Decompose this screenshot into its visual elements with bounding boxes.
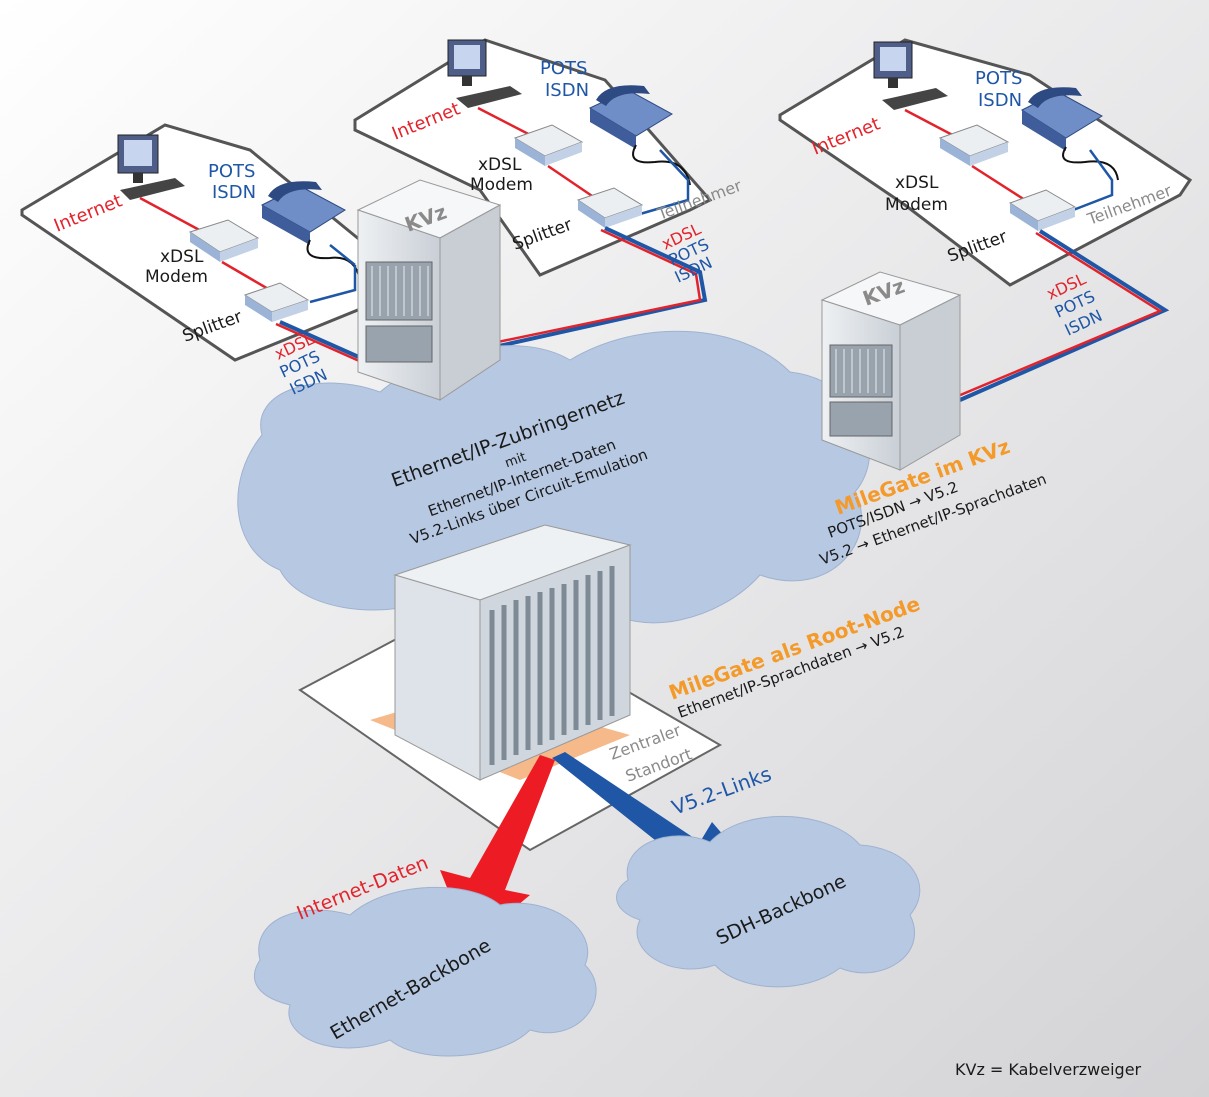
subscriber-lines (275, 226, 1170, 402)
house-outline (778, 38, 1193, 287)
house2-xdsl-label: xDSL (478, 155, 522, 175)
house2-pots-label: POTS (540, 58, 587, 79)
splitter-icon (1008, 189, 1077, 231)
splitter-icon (243, 282, 310, 322)
xdsl-modem-icon (938, 124, 1010, 166)
access-cloud-line1: mit (503, 450, 528, 471)
kvz-cabinet-1 (356, 179, 502, 401)
ethernet-backbone-cloud (253, 886, 597, 1057)
house1-isdn-label: ISDN (212, 182, 256, 203)
subscriber-house-1 (20, 123, 372, 362)
subscriber-house-3 (778, 38, 1193, 287)
pc-icon (117, 134, 185, 200)
house1-modem-label: Modem (145, 267, 208, 287)
splitter-icon (576, 187, 644, 228)
house3-isdn-label: ISDN (978, 90, 1022, 111)
subscriber-house-2 (353, 38, 713, 277)
footnote: KVz = Kabelverzweiger (955, 1060, 1142, 1079)
phone-icon (1020, 87, 1103, 151)
house1-xdsl-label: xDSL (160, 247, 204, 267)
house3-pots-label: POTS (975, 68, 1022, 89)
sdh-backbone-cloud (616, 816, 921, 988)
house3-xdsl-label: xDSL (895, 173, 939, 193)
pc-icon (447, 39, 522, 108)
xdsl-modem-icon (513, 124, 584, 166)
kvz-cabinet-2 (820, 271, 962, 471)
pc-icon (873, 41, 948, 110)
house3-modem-label: Modem (885, 195, 948, 215)
house1-pots-label: POTS (208, 161, 255, 182)
phone-icon (260, 181, 346, 245)
phone-icon (588, 85, 673, 149)
xdsl-modem-icon (188, 219, 260, 262)
house2-isdn-label: ISDN (545, 80, 589, 101)
house2-modem-label: Modem (470, 175, 533, 195)
milegate-root-node (393, 524, 632, 781)
